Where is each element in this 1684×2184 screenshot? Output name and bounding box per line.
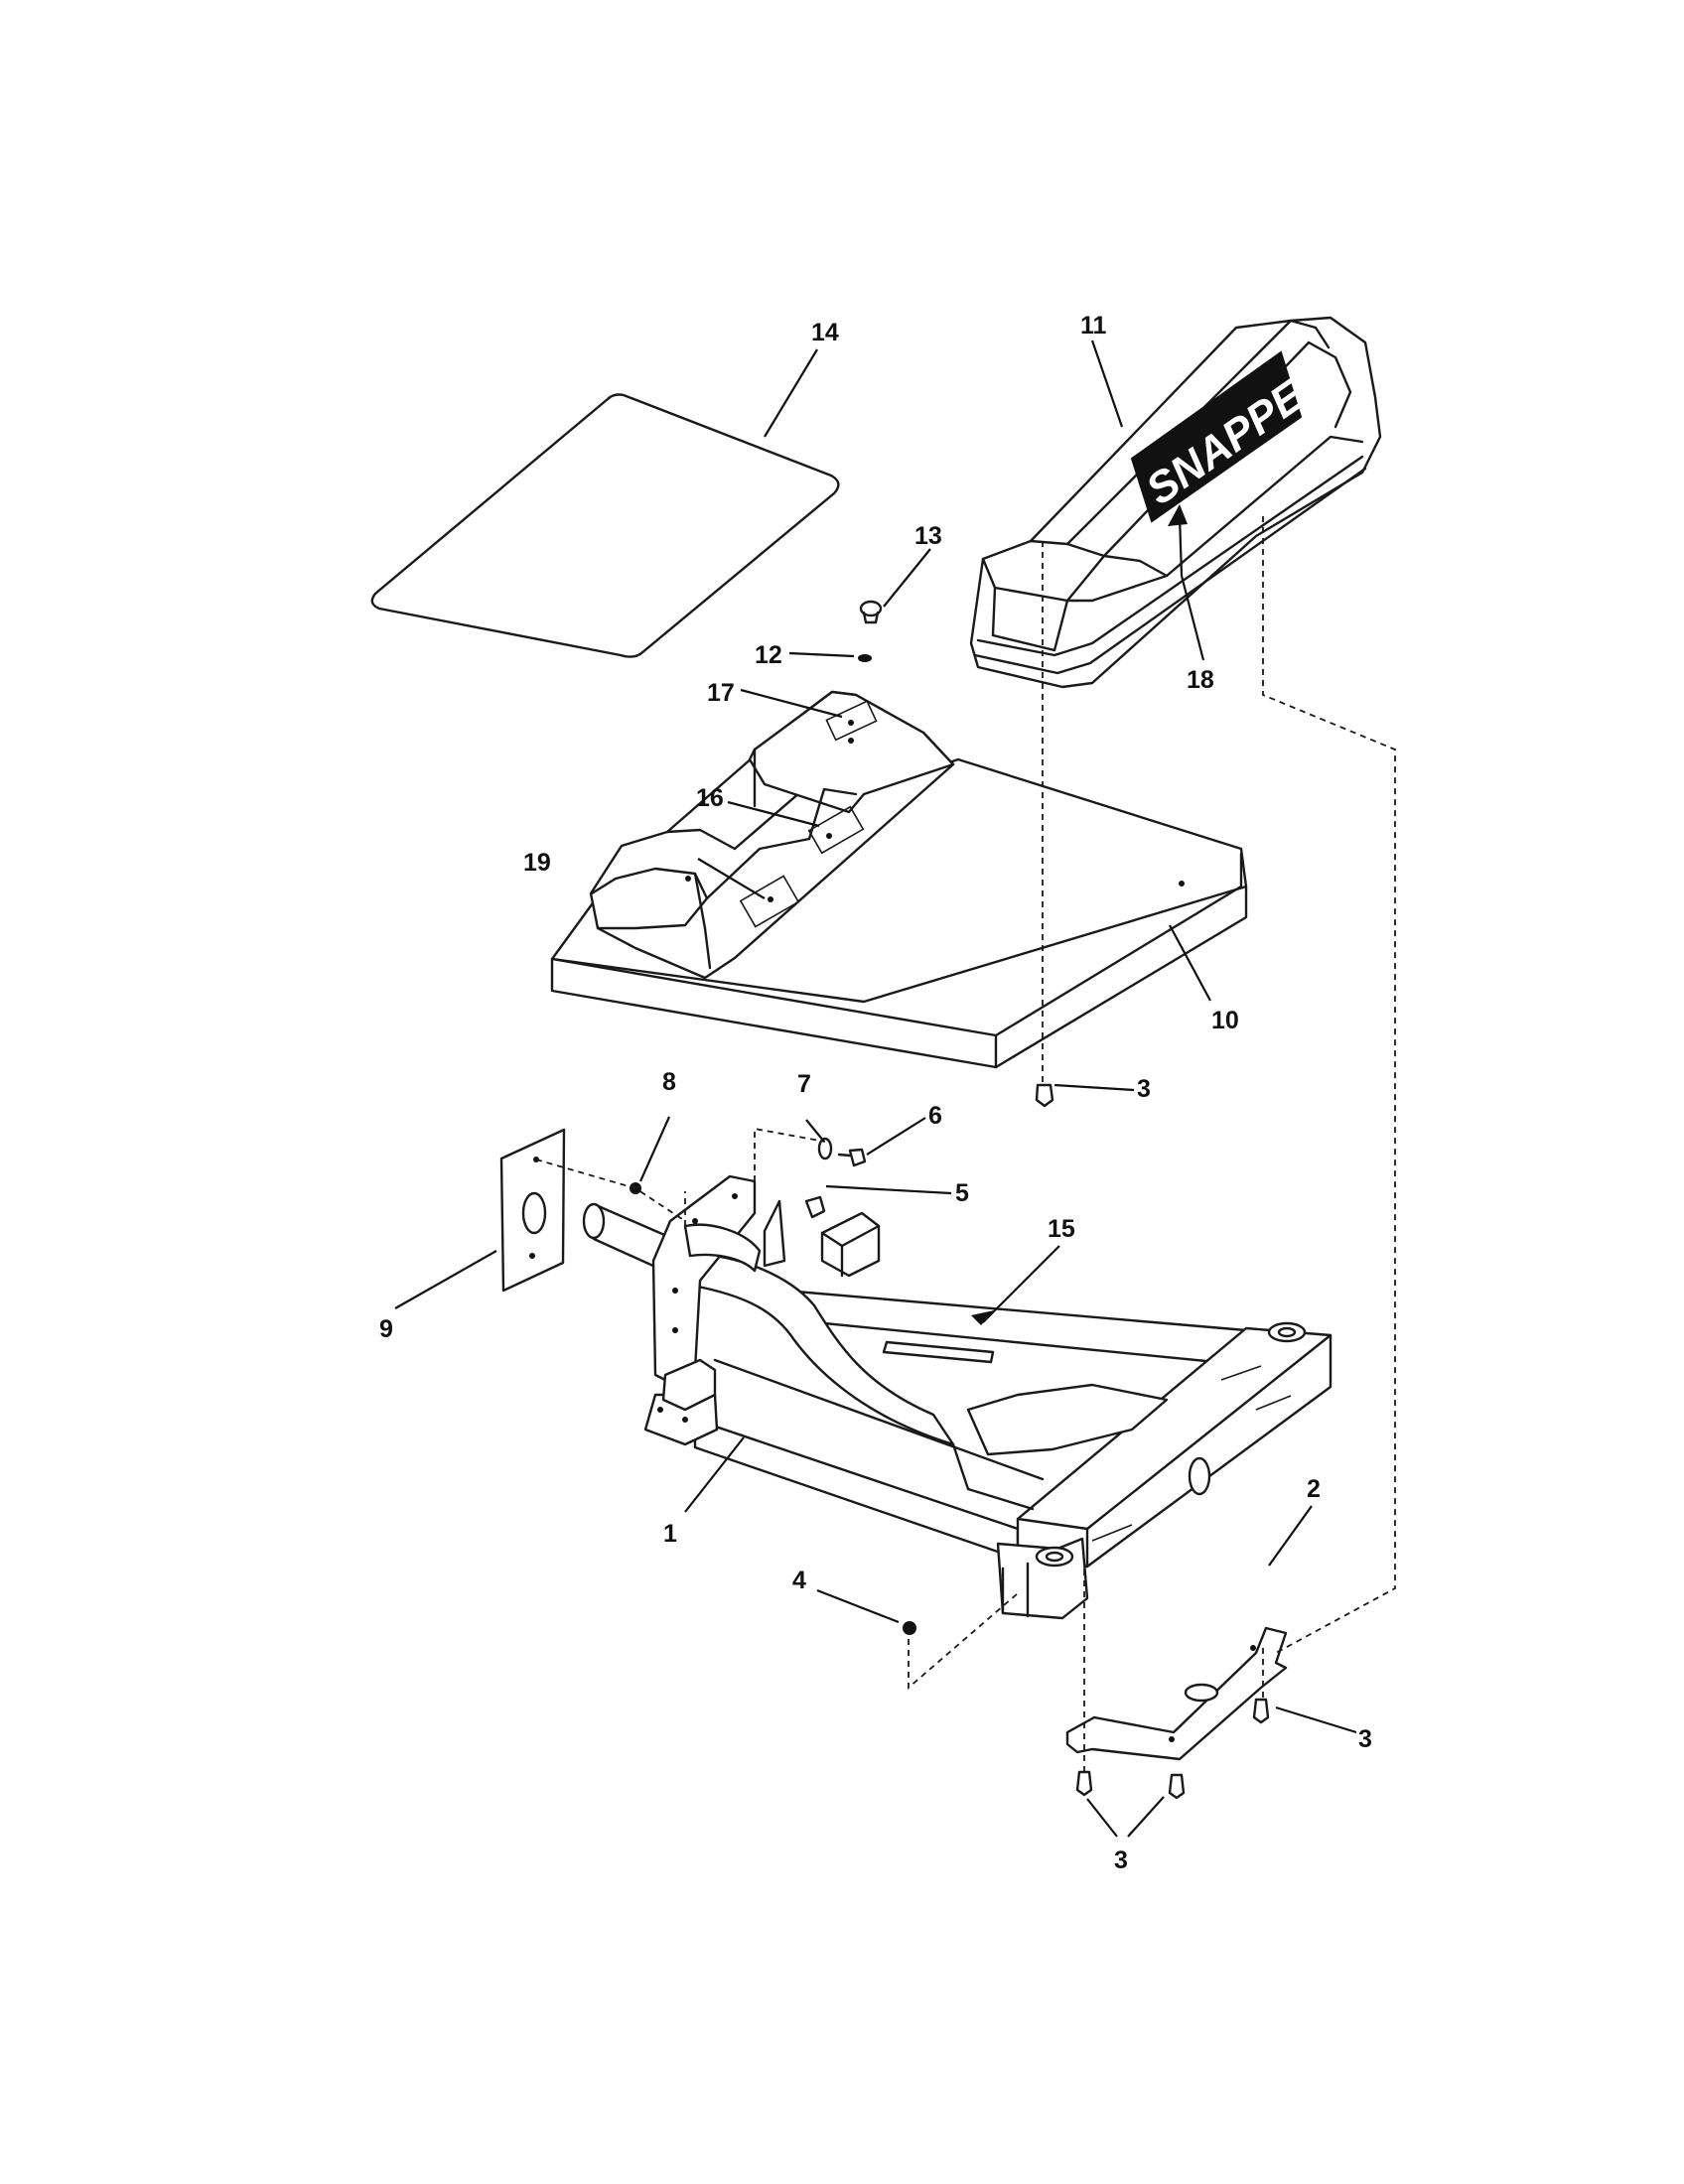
part-10-panel bbox=[550, 690, 1248, 1069]
arrowheads bbox=[971, 504, 1188, 1325]
part-3-screw-right bbox=[1252, 1698, 1270, 1724]
callout-4: 4 bbox=[792, 1567, 806, 1594]
part-4-nut bbox=[903, 1621, 916, 1635]
callout-5: 5 bbox=[955, 1179, 969, 1207]
callout-6: 6 bbox=[928, 1102, 942, 1130]
callout-16: 16 bbox=[696, 784, 724, 812]
part-1-frame bbox=[582, 1174, 1333, 1620]
callout-9: 9 bbox=[379, 1315, 393, 1343]
callout-3-right: 3 bbox=[1358, 1725, 1372, 1753]
part-3-screw-lower-left bbox=[1075, 1770, 1093, 1797]
callout-12: 12 bbox=[755, 641, 782, 669]
part-11-console-cover: SNAPPER bbox=[969, 316, 1382, 689]
part-13-knob bbox=[859, 600, 883, 624]
callout-18: 18 bbox=[1187, 666, 1214, 694]
callout-14: 14 bbox=[811, 319, 839, 346]
callout-15: 15 bbox=[1048, 1215, 1075, 1243]
snapper-logo-plate bbox=[1130, 350, 1303, 523]
part-14-pad bbox=[370, 393, 840, 658]
part-3-screw-top bbox=[1035, 1083, 1054, 1108]
callout-labels: 14 11 13 12 18 17 16 19 10 3 8 7 6 5 15 … bbox=[379, 312, 1372, 1874]
callout-2: 2 bbox=[1307, 1475, 1321, 1503]
part-12-nut bbox=[858, 654, 872, 662]
part-9-gasket bbox=[499, 1128, 566, 1293]
callout-8: 8 bbox=[662, 1068, 676, 1096]
callout-17: 17 bbox=[707, 679, 735, 707]
callout-1: 1 bbox=[663, 1520, 677, 1548]
part-2-bracket bbox=[1065, 1626, 1288, 1761]
leader-lines bbox=[394, 340, 1357, 1838]
assembly-dash-lines bbox=[535, 516, 1396, 1772]
callout-19: 19 bbox=[523, 849, 551, 877]
part-7-washer bbox=[817, 1137, 833, 1160]
callout-3-top: 3 bbox=[1137, 1075, 1151, 1103]
callout-3-bottom: 3 bbox=[1114, 1846, 1128, 1874]
callout-7: 7 bbox=[797, 1070, 811, 1098]
part-6-screw bbox=[837, 1148, 867, 1167]
callout-11: 11 bbox=[1080, 312, 1107, 340]
part-5-screw bbox=[804, 1195, 826, 1219]
callout-10: 10 bbox=[1211, 1007, 1239, 1034]
part-3-screw-lower-right bbox=[1168, 1773, 1186, 1800]
callout-13: 13 bbox=[914, 522, 942, 550]
